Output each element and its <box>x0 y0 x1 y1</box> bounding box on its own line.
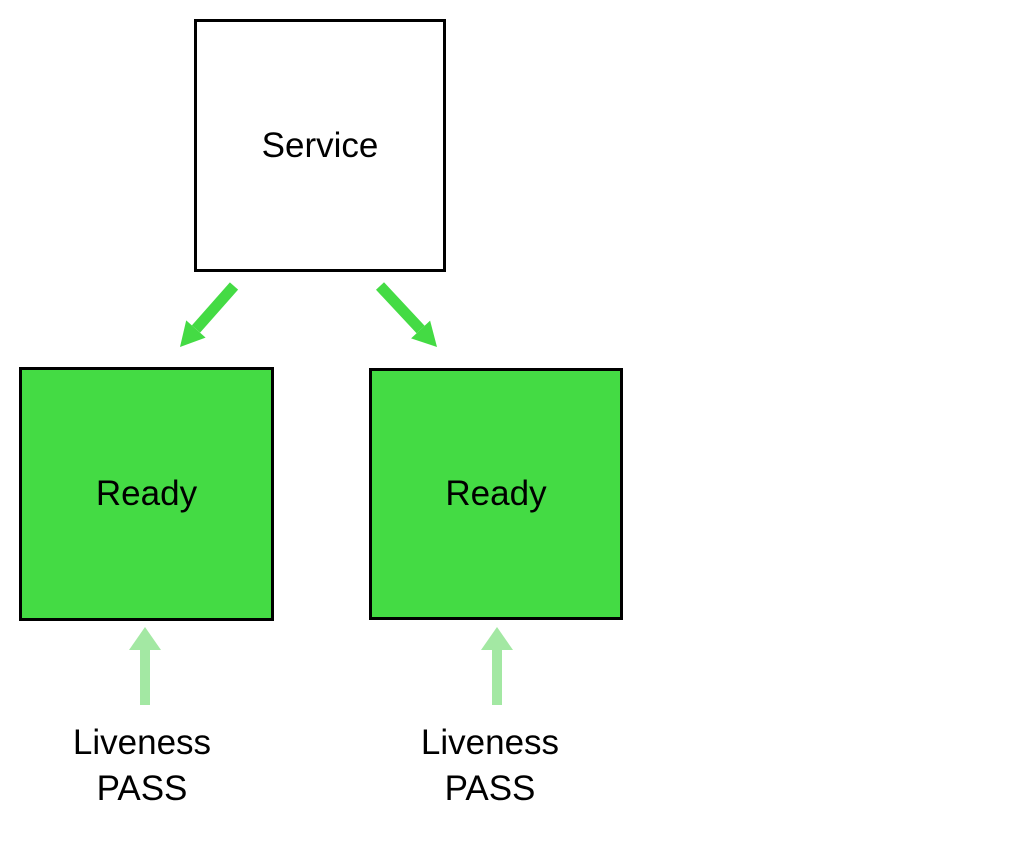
liveness-status-left-line1: Liveness <box>72 723 212 762</box>
liveness-probe-arrow-left-icon <box>129 627 161 705</box>
liveness-status-right: Liveness PASS <box>350 720 630 812</box>
service-to-left-pod-arrow-icon <box>180 282 239 347</box>
ready-node-right: Ready <box>369 368 623 620</box>
liveness-status-left: Liveness PASS <box>2 720 282 812</box>
service-node: Service <box>194 19 446 272</box>
service-to-right-pod-arrow-icon <box>375 282 437 347</box>
ready-node-left-label: Ready <box>95 474 198 513</box>
service-node-label: Service <box>261 125 379 165</box>
liveness-status-right-line1: Liveness <box>420 723 560 762</box>
ready-node-left: Ready <box>19 367 274 621</box>
ready-node-right-label: Ready <box>445 474 547 513</box>
liveness-probe-arrow-right-icon <box>481 627 513 705</box>
liveness-status-right-line2: PASS <box>444 769 536 808</box>
liveness-status-left-line2: PASS <box>96 769 188 808</box>
